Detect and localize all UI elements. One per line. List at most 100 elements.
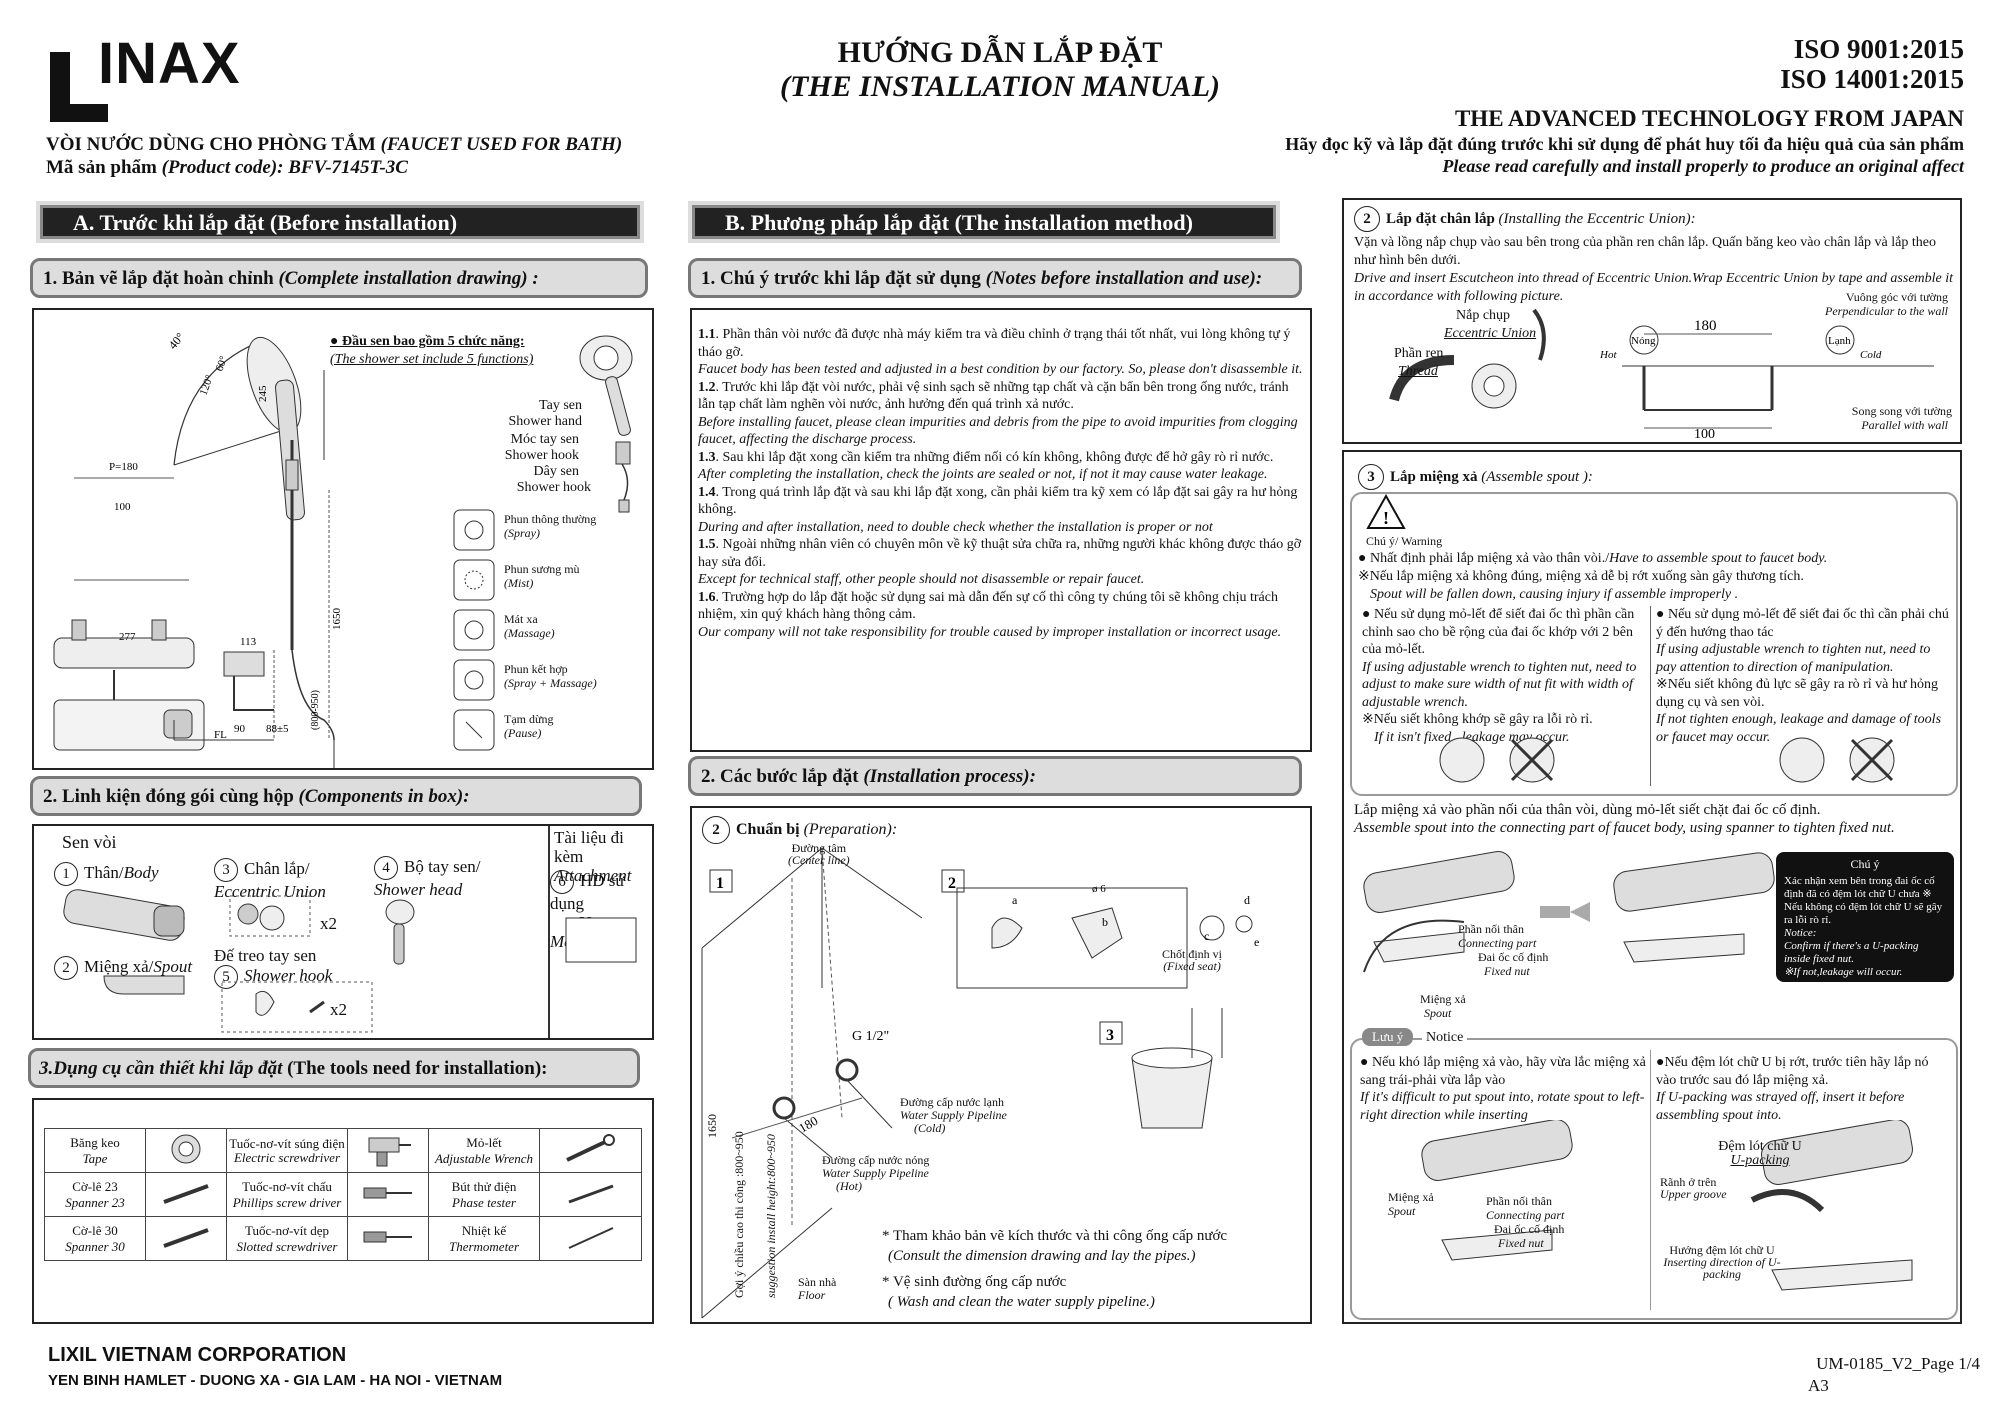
warning-triangle-icon: !	[1366, 494, 1406, 529]
mist-icon	[453, 559, 495, 601]
warning-2-en: Spout will be fallen down, causing injur…	[1370, 587, 1739, 602]
label-b: b	[1102, 915, 1108, 929]
notice-label-vi: Lưu ý	[1362, 1028, 1414, 1046]
thread-label-en: Thread	[1398, 364, 1438, 379]
company-address: YEN BINH HAMLET - DUONG XA - GIA LAM - H…	[48, 1372, 503, 1389]
hot-label-en: Hot	[1599, 349, 1617, 361]
installation-drawing: 40° 60° 120° 245 1650 P=180 100 277 113 …	[53, 330, 633, 768]
dim-800-950: (800-950)	[310, 690, 321, 730]
dim-277: 277	[119, 631, 136, 643]
thermometer-icon	[568, 1226, 613, 1249]
tape-icon	[171, 1134, 201, 1163]
section-a1-title: 1. Bản vẽ lắp đặt hoàn chỉnh (Complete i…	[30, 258, 648, 298]
code-label: Mã sản phẩm	[46, 157, 157, 178]
label-shower-hand-en: Shower hand	[508, 414, 583, 429]
drill-icon	[368, 1137, 411, 1166]
center-line-label: Đường tâm(Center line)	[788, 841, 850, 867]
shower-functions-note: ● Đầu sen bao gồm 5 chức năng:	[330, 334, 525, 349]
warning-box: ! Chú ý/ Warning ● Nhất định phải lắp mi…	[1350, 492, 1958, 796]
warning-1: ● Nhất định phải lắp miệng xả vào thân v…	[1358, 551, 1828, 566]
dim-1650: 1650	[331, 608, 343, 631]
label-shower-hand: Tay sen	[539, 398, 582, 413]
spray-massage-icon	[453, 659, 495, 701]
notice-drawing	[1421, 1120, 1913, 1291]
label-shower-hook-en: Shower hook	[504, 448, 579, 463]
product-code: Mã sản phẩm (Product code): BFV-7145T-3C	[46, 157, 408, 179]
label-d: d	[1244, 893, 1250, 907]
label-c: c	[1204, 929, 1209, 943]
union-qty: x2	[320, 914, 337, 933]
wrench-note-right: ● Nếu sử dụng mỏ-lết để siết đai ốc thì …	[1656, 607, 1949, 745]
thread-label-vi: Phần ren	[1394, 346, 1444, 361]
function-spray: Phun thông thường(Spray)	[504, 512, 597, 540]
notice-label-en: Notice	[1422, 1030, 1468, 1046]
ref-note-vi: * Tham khảo bản vẽ kích thước và thi côn…	[882, 1228, 1228, 1244]
function-pause: Tạm dừng(Pause)	[504, 712, 554, 740]
label-hose: Dây sen	[533, 464, 580, 479]
preparation-drawing: 1 2 3 a b c d e ø 6 G 1/2" 180 1650	[701, 847, 1259, 1319]
dim-90: 90	[234, 723, 246, 735]
notice-box-en3: ※If not,leakage will occur.	[1784, 966, 1903, 978]
tab-before-installation: A. Trước khi lắp đặt (Before installatio…	[40, 205, 640, 239]
step-box-1: 1	[716, 875, 724, 892]
tech-tagline: THE ADVANCED TECHNOLOGY FROM JAPAN	[1454, 106, 1964, 131]
notice-box-label: Chú ý	[1850, 857, 1880, 871]
section-b1-title: 1. Chú ý trước khi lắp đặt sử dụng (Note…	[688, 258, 1302, 298]
phillips-screwdriver-icon	[363, 1187, 412, 1198]
page-number: UM-0185_V2_Page 1/4	[1816, 1354, 1980, 1373]
thread-g12: G 1/2"	[852, 1029, 889, 1044]
floor-fl: FL	[214, 729, 227, 741]
iso-9001: ISO 9001:2015	[1793, 34, 1964, 64]
function-mist: Phun sương mù(Mist)	[504, 562, 580, 590]
label-e: e	[1254, 935, 1259, 949]
wrench-note-left: ● Nếu sử dụng mỏ-lết để siết đai ốc thì …	[1362, 607, 1637, 745]
perpendicular-vi: Vuông góc với tường	[1845, 290, 1948, 304]
union-dim-180: 180	[1694, 318, 1717, 334]
notice-box: Chú ý Xác nhận xem bên trong đai ốc cố đ…	[1776, 852, 1954, 982]
note-1-5: 1.5. Ngoài những nhân viên có chuyên môn…	[698, 537, 1302, 587]
label-a: a	[1012, 893, 1018, 907]
hot-label-vi: Nóng	[1631, 335, 1656, 347]
assemble-spout-en: Assemble spout into the connecting part …	[1354, 820, 1895, 836]
section-a3-title: 3.Dụng cụ cần thiết khi lắp đặt (The too…	[28, 1048, 640, 1088]
clean-note-vi: * Vệ sinh đường ống cấp nước	[882, 1274, 1067, 1290]
step-box-2: 2	[948, 875, 956, 892]
function-icons	[453, 509, 495, 751]
phase-tester-icon	[567, 1184, 614, 1203]
prep-dim-180: 180	[796, 1113, 820, 1136]
suggest-height-vi: Gợi ý chiều cao thi công :800~950	[732, 1131, 746, 1298]
note-1-4: 1.4. Trong quá trình lắp đặt và sau khi …	[698, 484, 1298, 535]
note-1-6: 1.6. Trường hợp do lắp đặt hoặc sử dụng …	[698, 589, 1282, 640]
suggest-height-en: suggestion install height:800~950	[764, 1134, 778, 1298]
faucet-set-label: Sen vòi	[62, 832, 117, 852]
notice-box-en1: Notice:	[1784, 927, 1817, 939]
dim-245: 245	[257, 385, 269, 402]
complete-drawing-panel: 40° 60° 120° 245 1650 P=180 100 277 113 …	[32, 308, 654, 770]
cold-label-vi: Lạnh	[1828, 335, 1851, 347]
paper-size: A3	[1808, 1376, 1829, 1395]
tab-installation-method: B. Phương pháp lắp đặt (The installation…	[692, 205, 1276, 239]
notice-box-vi: Xác nhận xem bên trong đai ốc cố định đã…	[1784, 875, 1943, 926]
components-drawing	[63, 889, 637, 1033]
product-name: VÒI NƯỚC DÙNG CHO PHÒNG TẮM (FAUCET USED…	[46, 134, 622, 156]
code-value: (Product code): BFV-7145T-3C	[161, 157, 408, 178]
